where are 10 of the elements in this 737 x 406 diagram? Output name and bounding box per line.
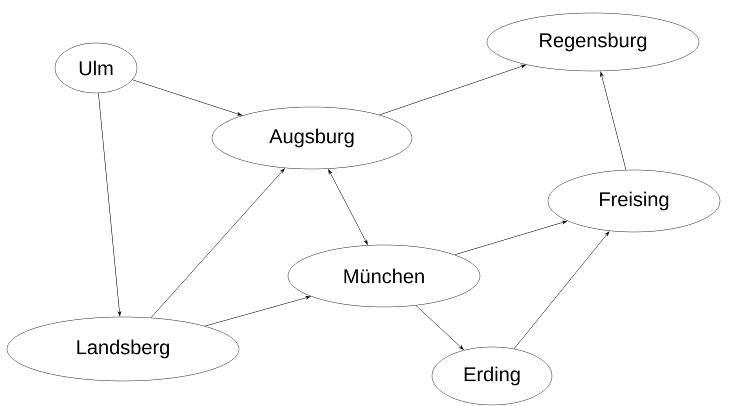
arrow	[204, 296, 311, 326]
arrow	[454, 220, 568, 256]
arrow	[514, 231, 610, 350]
arrow	[416, 305, 464, 350]
arrow	[328, 169, 368, 245]
arrow	[132, 80, 242, 116]
arrow	[98, 92, 122, 316]
arrow	[600, 72, 626, 170]
arrow	[150, 168, 285, 318]
arrow	[379, 64, 526, 116]
